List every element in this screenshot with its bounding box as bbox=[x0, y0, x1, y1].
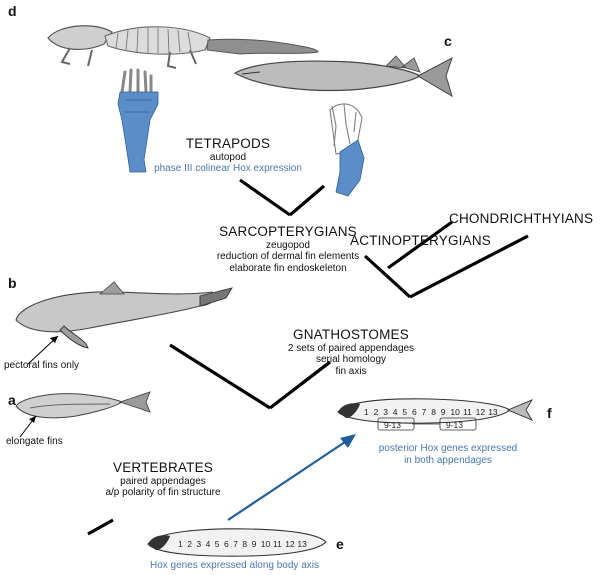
vert-trait-1: paired appendages bbox=[120, 475, 206, 487]
fish-b-tail bbox=[199, 287, 233, 307]
arrow-b-head bbox=[50, 336, 58, 343]
fin-expression-blue bbox=[335, 139, 365, 197]
clade-tetrapods: TETRAPODS bbox=[185, 136, 271, 151]
hox-number: 7 bbox=[233, 539, 238, 549]
skeleton-tail bbox=[206, 38, 319, 55]
hox-number: 4 bbox=[206, 539, 211, 549]
panel-label-d: d bbox=[8, 3, 17, 19]
annotation-f: posterior Hox genes expressed in both ap… bbox=[378, 443, 518, 466]
gnatho-trait-3: fin axis bbox=[335, 365, 367, 377]
sarco-trait-2: reduction of dermal fin elements bbox=[216, 251, 360, 263]
hox-number: 3 bbox=[196, 539, 201, 549]
hox-number: 12 bbox=[285, 539, 295, 549]
fish-a-body bbox=[15, 393, 124, 419]
fish-f-head bbox=[338, 403, 360, 418]
hox-number: 10 bbox=[450, 407, 460, 417]
hox-number: 1 bbox=[178, 539, 183, 549]
hox-number: 6 bbox=[224, 539, 229, 549]
clade-vertebrates: VERTEBRATES bbox=[113, 460, 213, 475]
gnatho-trait-1: 2 sets of paired appendages bbox=[287, 342, 415, 354]
panel-label-e: e bbox=[336, 536, 344, 552]
hox-number: 11 bbox=[273, 539, 282, 549]
gnatho-trait-2: serial homology bbox=[315, 354, 387, 366]
panel-label-f: f bbox=[547, 405, 552, 421]
hox-number: 4 bbox=[393, 407, 398, 417]
annotation-a: elongate fins bbox=[6, 436, 63, 447]
evolution-arrow-head bbox=[340, 434, 356, 448]
hox-number: 1 bbox=[364, 407, 369, 417]
panel-label-b: b bbox=[8, 275, 17, 291]
gnathostomes-block: GNATHOSTOMES 2 sets of paired appendages… bbox=[266, 327, 436, 377]
hox-number: 5 bbox=[402, 407, 407, 417]
branch-root bbox=[87, 518, 114, 536]
panel-label-a: a bbox=[8, 392, 16, 408]
fish-b-pectoral-fin bbox=[59, 325, 89, 349]
shark-b-illustration bbox=[15, 281, 233, 349]
hox-number: 9 bbox=[441, 407, 446, 417]
branch-chondrichthyians bbox=[409, 234, 529, 299]
branch-actinopterygians bbox=[387, 220, 453, 270]
fish-e-body bbox=[147, 528, 327, 557]
clade-actinopterygians: ACTINOPTERYGIANS bbox=[350, 233, 491, 248]
fish-a-tail bbox=[118, 391, 151, 413]
sarcopterygians-block: SARCOPTERYGIANS zeugopod reduction of de… bbox=[196, 224, 380, 274]
branch-tetrapods bbox=[239, 178, 291, 217]
hox-domain-label-2: 9-13 bbox=[446, 420, 463, 430]
vert-trait-2: a/p polarity of fin structure bbox=[105, 487, 221, 499]
lobe-fin-illustration bbox=[329, 103, 365, 197]
hox-number: 6 bbox=[412, 407, 417, 417]
hox-number: 2 bbox=[374, 407, 379, 417]
sarco-trait-1: zeugopod bbox=[266, 239, 310, 251]
hox-number: 11 bbox=[463, 407, 472, 417]
vertebrates-block: VERTEBRATES paired appendages a/p polari… bbox=[78, 460, 248, 499]
tetrapod-skeleton-illustration bbox=[47, 25, 319, 69]
clade-sarcopterygians: SARCOPTERYGIANS bbox=[219, 224, 357, 239]
fish-c-tail bbox=[416, 56, 453, 98]
hox-number: 13 bbox=[297, 539, 307, 549]
skeleton-ribcage bbox=[104, 26, 211, 55]
hox-number: 7 bbox=[422, 407, 427, 417]
phylogenetic-tree bbox=[87, 178, 529, 536]
skeleton-limbs bbox=[60, 47, 197, 69]
branch-sarcopterygian-stem bbox=[288, 184, 326, 217]
fish-a-illustration bbox=[15, 391, 151, 419]
clade-chondrichthyians: CHONDRICHTHYIANS bbox=[449, 211, 594, 226]
annotation-b: pectoral fins only bbox=[4, 360, 80, 371]
panel-label-c: c bbox=[444, 33, 452, 49]
fish-c-dorsal-fins bbox=[385, 55, 421, 73]
fish-b-dorsal bbox=[98, 281, 125, 295]
tetrapods-hox-note: phase III colinear Hox expression bbox=[154, 163, 302, 175]
hox-number: 2 bbox=[187, 539, 192, 549]
hox-number: 10 bbox=[261, 539, 271, 549]
tetrapods-block: TETRAPODS autopod phase III colinear Hox… bbox=[148, 136, 308, 175]
sarco-trait-3: elaborate fin endoskeleton bbox=[229, 262, 347, 274]
branch-vertebrates-left bbox=[169, 343, 271, 410]
fish-b-body bbox=[15, 291, 216, 333]
hox-number: 13 bbox=[488, 407, 498, 417]
hox-number: 8 bbox=[431, 407, 436, 417]
hox-number: 9 bbox=[252, 539, 257, 549]
evolution-arrow bbox=[227, 439, 349, 521]
tetrapods-trait-1: autopod bbox=[209, 151, 247, 163]
hox-number: 12 bbox=[476, 407, 486, 417]
fish-e-head bbox=[148, 535, 170, 550]
annotation-e: Hox genes expressed along body axis bbox=[150, 560, 319, 571]
hox-number: 3 bbox=[383, 407, 388, 417]
branch-gnathostomes-left bbox=[299, 360, 331, 387]
hox-number: 5 bbox=[215, 539, 220, 549]
arrow-a-head bbox=[29, 416, 36, 423]
hox-domain-label-1: 9-13 bbox=[384, 420, 401, 430]
lobefin-fish-illustration bbox=[233, 55, 453, 98]
skeleton-skull bbox=[47, 25, 113, 50]
fish-f-tail bbox=[506, 399, 534, 421]
branch-actino-chondri-node bbox=[363, 254, 412, 299]
hox-number: 8 bbox=[242, 539, 247, 549]
tetrapod-limb-illustration bbox=[117, 68, 159, 173]
clade-gnathostomes: GNATHOSTOMES bbox=[293, 327, 409, 342]
